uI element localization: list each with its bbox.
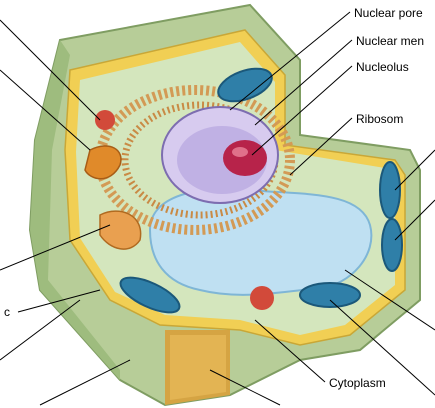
pointer-left-5 (0, 300, 80, 360)
chloroplast-right-2 (382, 219, 402, 271)
cell-wall-front-stripes (170, 335, 226, 400)
label-nuclear-pore: Nuclear pore (354, 6, 423, 20)
nucleolus-highlight (232, 147, 248, 157)
central-vacuole (150, 189, 371, 295)
label-nucleolus: Nucleolus (356, 60, 409, 74)
mitochondrion-bottom (250, 286, 274, 310)
label-nuclear-membrane: Nuclear men (356, 34, 424, 48)
mitochondrion-top (95, 110, 115, 130)
nucleolus-shape (223, 140, 267, 176)
label-ribosome: Ribosom (356, 112, 403, 126)
chloroplast-bottom-right (300, 283, 360, 307)
label-cytoplasm: Cytoplasm (329, 376, 386, 390)
pointer-left-6 (40, 360, 130, 405)
chloroplast-right-1 (380, 162, 400, 218)
label-left-c: c (4, 305, 10, 319)
